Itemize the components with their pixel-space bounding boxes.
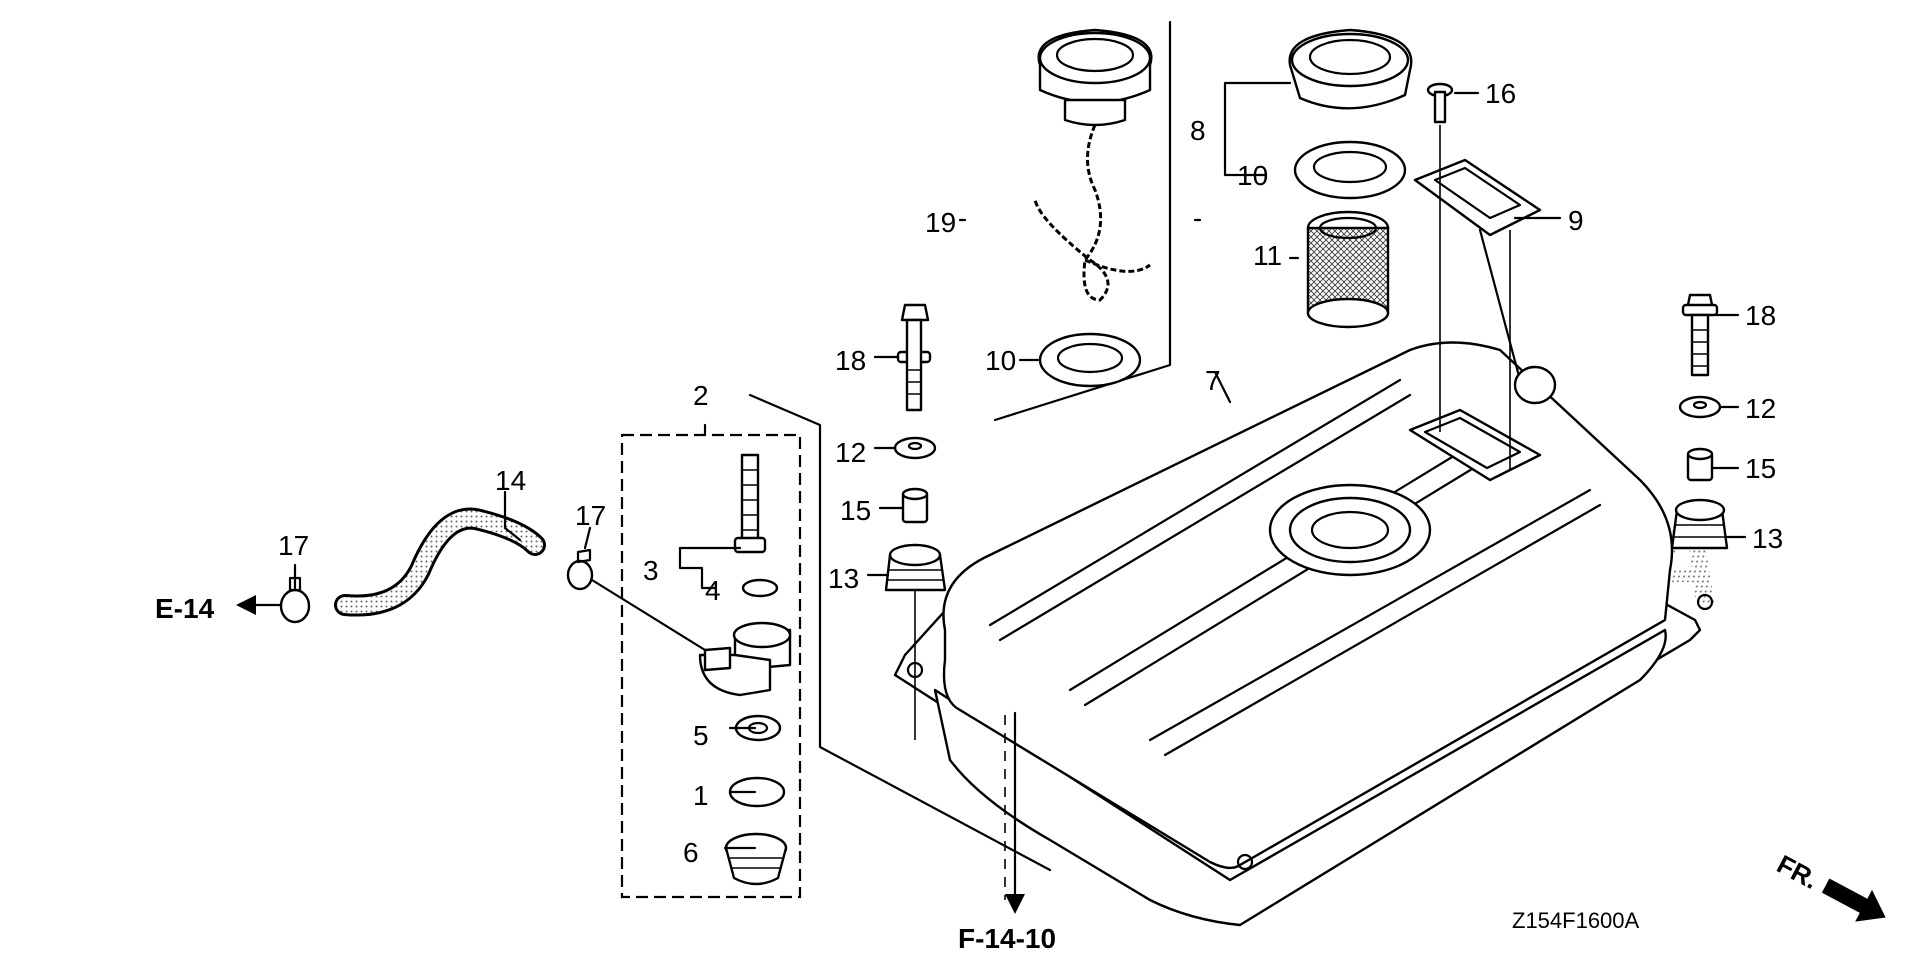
callout-15-left: 15 bbox=[840, 495, 871, 526]
gauge-chain bbox=[1033, 124, 1151, 302]
callout-8: 8 bbox=[1190, 115, 1206, 146]
callout-3: 3 bbox=[643, 555, 659, 586]
callout-1: 1 bbox=[693, 780, 709, 811]
hose-clamp bbox=[279, 576, 311, 624]
petcock-gasket bbox=[734, 714, 782, 742]
callout-10-filler: 10 bbox=[1237, 160, 1268, 191]
callout-7: 7 bbox=[1205, 365, 1221, 396]
sediment-cup bbox=[724, 832, 788, 886]
washer-right bbox=[1678, 395, 1722, 419]
grommet-right bbox=[1670, 498, 1729, 550]
callout-16: 16 bbox=[1485, 78, 1516, 109]
callout-5: 5 bbox=[693, 720, 709, 751]
filler-cap-seal bbox=[1293, 140, 1407, 200]
callout-14: 14 bbox=[495, 465, 526, 496]
petcock-group-box bbox=[620, 433, 802, 899]
front-direction-arrow: FR. bbox=[1772, 849, 1886, 922]
collar-right bbox=[1686, 447, 1714, 482]
gauge-screw bbox=[1426, 82, 1454, 124]
hose-fitting-clamp bbox=[566, 548, 594, 591]
ref-frame: F-14-10 bbox=[958, 923, 1056, 954]
callout-6: 6 bbox=[683, 837, 699, 868]
ref-fuel-line: E-14 bbox=[155, 593, 215, 624]
callout-11: 11 bbox=[1253, 240, 1282, 271]
gauge-cap-seal bbox=[1038, 332, 1142, 388]
callout-18-right: 18 bbox=[1745, 300, 1776, 331]
grommet-left bbox=[884, 543, 947, 592]
fuel-gauge bbox=[1413, 158, 1557, 405]
callout-17-clamp: 17 bbox=[278, 530, 309, 561]
callout-12-left: 12 bbox=[835, 437, 866, 468]
petcock-washer bbox=[741, 578, 779, 598]
callout-17-fitting: 17 bbox=[575, 500, 606, 531]
fuel-gauge-cap bbox=[1037, 28, 1153, 127]
fuel-tank bbox=[893, 341, 1714, 927]
callout-10-gauge: 10 bbox=[985, 345, 1016, 376]
callout-13-left: 13 bbox=[828, 563, 859, 594]
mount-bolt-right bbox=[1681, 293, 1719, 377]
callout-19: 19 bbox=[925, 207, 956, 238]
callout-9: 9 bbox=[1568, 205, 1584, 236]
fuel-valve-body bbox=[698, 621, 792, 697]
callout-15-right: 15 bbox=[1745, 453, 1776, 484]
petcock-bolt bbox=[733, 453, 767, 554]
callout-18-left: 18 bbox=[835, 345, 866, 376]
fuel-strainer bbox=[1306, 210, 1390, 329]
mount-bolt-left bbox=[896, 303, 932, 412]
diagram-code: Z154F1600A bbox=[1512, 908, 1640, 933]
callout-12-right: 12 bbox=[1745, 393, 1776, 424]
filler-cap bbox=[1288, 28, 1413, 110]
front-label: FR. bbox=[1772, 849, 1823, 895]
callout-2: 2 bbox=[693, 380, 709, 411]
washer-left bbox=[893, 436, 937, 460]
collar-left bbox=[901, 487, 929, 524]
callout-13-right: 13 bbox=[1752, 523, 1783, 554]
callout-4: 4 bbox=[705, 575, 721, 606]
